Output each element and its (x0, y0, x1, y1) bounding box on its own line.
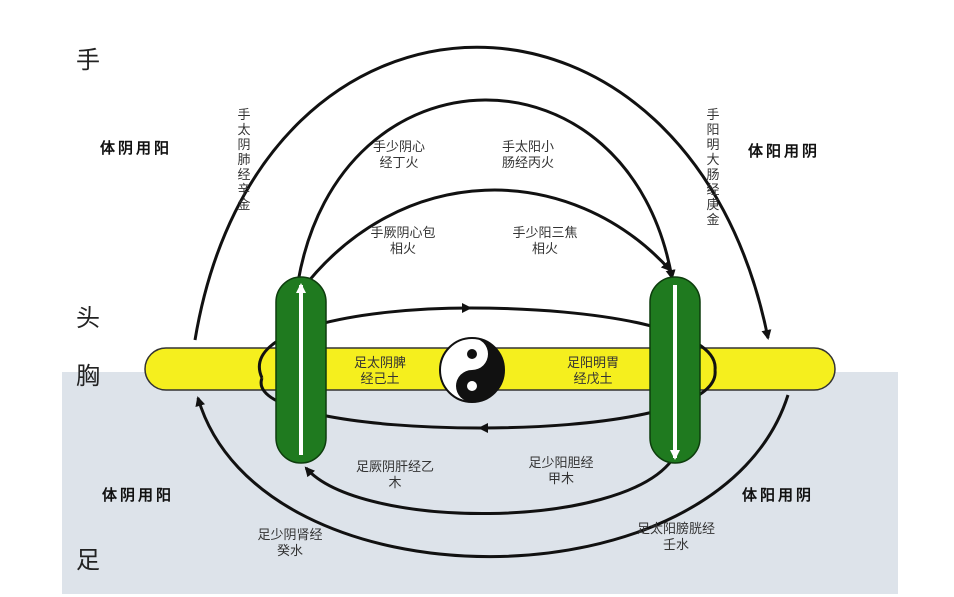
label-upper-right-yinyang: 体阳用阴 (748, 142, 821, 160)
label-small-intestine-meridian: 手太阳小 肠经丙火 (501, 140, 554, 171)
label-bladder-meridian: 足太阳膀胱经 壬水 (636, 522, 715, 553)
loop-upper-right (469, 306, 717, 371)
label-lung-meridian: 手太阴肺经辛金 (237, 108, 251, 213)
label-pericardium-meridian: 手厥阴心包 相火 (370, 226, 436, 257)
lower-body-background (62, 372, 898, 594)
label-chest: 胸 (76, 362, 100, 390)
arc-hand-outer (193, 45, 772, 341)
label-lower-right-yinyang: 体阳用阴 (742, 486, 815, 504)
label-hand: 手 (76, 46, 100, 74)
label-liver-meridian: 足厥阴肝经乙 木 (355, 460, 434, 491)
arc-hand-inner (298, 188, 672, 293)
label-foot: 足 (76, 546, 100, 574)
arc-foot-inner (304, 459, 674, 516)
label-head: 头 (76, 304, 100, 332)
label-spleen-meridian: 足太阴脾 经己土 (353, 356, 406, 387)
label-stomach-meridian: 足阳明胃 经戊土 (566, 356, 619, 387)
yin-yang-icon (439, 337, 505, 403)
arc-foot-outer (195, 394, 790, 558)
label-heart-meridian: 手少阴心 经丁火 (372, 140, 425, 171)
label-lower-left-yinyang: 体阴用阳 (102, 486, 175, 504)
label-triple-burner-meridian: 手少阳三焦 相火 (512, 226, 578, 257)
loop-lower (478, 369, 717, 433)
label-gallbladder-meridian: 足少阳胆经 甲木 (528, 456, 594, 487)
label-large-intestine-meridian: 手阳明大肠经庚金 (706, 108, 720, 228)
label-kidney-meridian: 足少阴肾经 癸水 (257, 528, 323, 559)
arc-hand-middle (296, 98, 676, 283)
label-upper-left-yinyang: 体阴用阳 (100, 139, 173, 157)
